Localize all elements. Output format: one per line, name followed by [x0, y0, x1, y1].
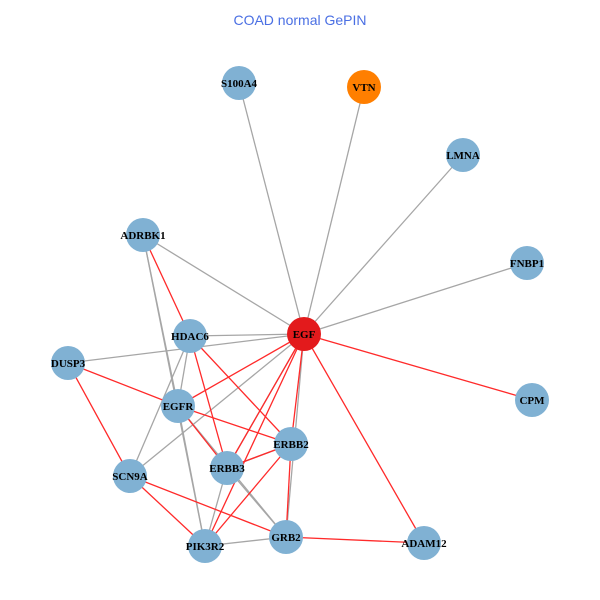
- node-label: CPM: [519, 395, 545, 407]
- node-label: ERBB3: [209, 463, 245, 475]
- node-circle: [515, 383, 549, 417]
- node-label: VTN: [352, 82, 375, 94]
- edge-scn9a-pik3r2: [129, 475, 206, 547]
- node-label: GRB2: [271, 532, 301, 544]
- edge-egf-adrbk1: [142, 234, 305, 335]
- edge-egfr-pik3r2: [177, 405, 206, 547]
- edge-grb2-adam12: [285, 536, 425, 544]
- node-vtn[interactable]: VTN: [347, 70, 381, 104]
- node-circle: [173, 319, 207, 353]
- node-circle: [274, 427, 308, 461]
- edge-egfr-erbb2: [177, 405, 292, 445]
- node-label: DUSP3: [51, 358, 86, 370]
- node-label: LMNA: [446, 150, 480, 162]
- node-egf[interactable]: EGF: [287, 317, 321, 351]
- node-circle: [269, 520, 303, 554]
- edge-egf-hdac6: [189, 333, 305, 337]
- node-circle: [407, 526, 441, 560]
- node-label: ADAM12: [401, 538, 447, 550]
- edge-scn9a-grb2: [129, 475, 287, 538]
- node-adrbk1[interactable]: ADRBK1: [120, 218, 166, 252]
- node-circle: [510, 246, 544, 280]
- node-circle: [113, 459, 147, 493]
- node-fnbp1[interactable]: FNBP1: [510, 246, 544, 280]
- node-circle: [188, 529, 222, 563]
- node-label: PIK3R2: [186, 541, 225, 553]
- node-erbb3[interactable]: ERBB3: [209, 451, 245, 485]
- edge-hdac6-erbb2: [189, 335, 292, 445]
- node-dusp3[interactable]: DUSP3: [51, 346, 86, 380]
- edge-egf-cpm: [303, 333, 533, 401]
- node-label: EGFR: [163, 401, 195, 413]
- node-label: ERBB2: [273, 439, 309, 451]
- edge-egf-fnbp1: [303, 262, 528, 335]
- node-circle: [126, 218, 160, 252]
- edge-egf-erbb2: [290, 333, 305, 445]
- node-s100a4[interactable]: S100A4: [221, 66, 258, 100]
- node-circle: [347, 70, 381, 104]
- node-erbb2[interactable]: ERBB2: [273, 427, 309, 461]
- node-label: ADRBK1: [120, 230, 165, 242]
- edge-egf-vtn: [303, 86, 365, 335]
- node-cpm[interactable]: CPM: [515, 383, 549, 417]
- edge-hdac6-scn9a: [129, 335, 191, 477]
- node-scn9a[interactable]: SCN9A: [112, 459, 148, 493]
- node-grb2[interactable]: GRB2: [269, 520, 303, 554]
- node-adam12[interactable]: ADAM12: [401, 526, 447, 560]
- node-circle: [446, 138, 480, 172]
- edge-egf-pik3r2: [204, 333, 305, 547]
- node-label: FNBP1: [510, 258, 544, 270]
- node-label: S100A4: [221, 78, 258, 90]
- node-hdac6[interactable]: HDAC6: [171, 319, 209, 353]
- node-circle: [161, 389, 195, 423]
- node-egfr[interactable]: EGFR: [161, 389, 195, 423]
- edge-egf-s100a4: [238, 82, 305, 335]
- node-label: HDAC6: [171, 331, 209, 343]
- edge-egf-adam12: [303, 333, 425, 544]
- edge-hdac6-erbb3: [189, 335, 228, 469]
- diagram-title: COAD normal GePIN: [233, 12, 367, 28]
- edge-egf-lmna: [303, 154, 464, 335]
- edge-egf-scn9a: [129, 333, 305, 477]
- node-label: SCN9A: [112, 471, 148, 483]
- edge-dusp3-scn9a: [67, 362, 131, 477]
- edge-adrbk1-hdac6: [142, 234, 191, 337]
- node-circle: [222, 66, 256, 100]
- node-circle: [210, 451, 244, 485]
- edge-egf-egfr: [177, 333, 305, 407]
- edge-erbb2-pik3r2: [204, 443, 292, 547]
- edge-egf-erbb3: [226, 333, 305, 469]
- node-pik3r2[interactable]: PIK3R2: [186, 529, 225, 563]
- node-label: EGF: [293, 329, 316, 341]
- node-circle: [51, 346, 85, 380]
- node-lmna[interactable]: LMNA: [446, 138, 480, 172]
- node-circle: [287, 317, 321, 351]
- edge-dusp3-egfr: [67, 362, 179, 407]
